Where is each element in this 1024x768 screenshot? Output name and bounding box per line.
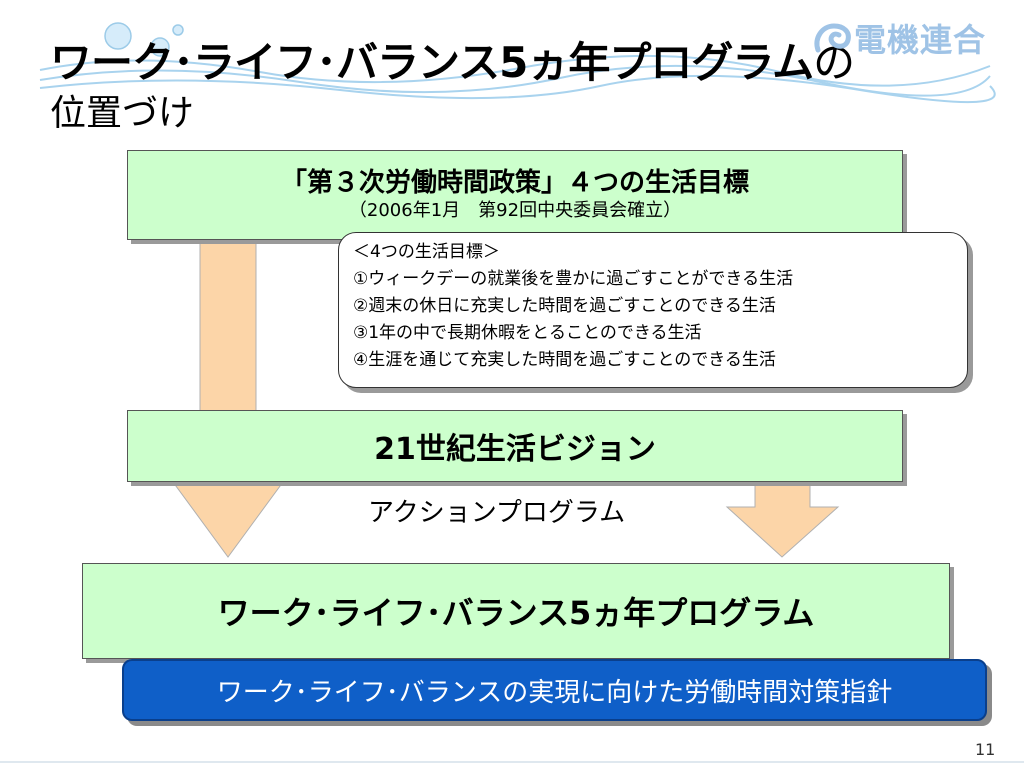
action-program-label: アクションプログラム: [368, 498, 626, 528]
header-bubbles: [104, 22, 184, 57]
goal-item: ①ウィークデーの就業後を豊かに過ごすことができる生活: [353, 269, 794, 289]
goal-item: ②週末の休日に充実した時間を過ごすことのできる生活: [353, 296, 776, 316]
guideline-box: ワーク･ライフ･バランスの実現に向けた労働時間対策指針: [122, 659, 987, 721]
slide-title-line2: 位置づけ: [50, 93, 195, 134]
header-waves: [39, 54, 996, 103]
left-arrow: [172, 239, 284, 558]
guideline-box-title: ワーク･ライフ･バランスの実現に向けた労働時間対策指針: [216, 677, 893, 708]
goal-item: ④生涯を通じて充実した時間を過ごすことのできる生活: [353, 350, 776, 370]
program-box: ワーク･ライフ･バランス5ヵ年プログラム: [82, 563, 950, 659]
vision-box: 21世紀生活ビジョン: [127, 410, 903, 482]
policy-box-subtitle: （2006年1月 第92回中央委員会確立）: [348, 200, 682, 221]
page-number: 11: [975, 740, 996, 759]
logo-text: 電機連合: [854, 21, 987, 59]
vision-box-title: 21世紀生活ビジョン: [374, 432, 656, 467]
logo-mark-icon: [814, 23, 851, 53]
goal-item: ③1年の中で長期休暇をとることのできる生活: [353, 323, 702, 343]
logo: 電機連合: [812, 18, 1002, 59]
policy-box-title: 「第３次労働時間政策」４つの生活目標: [280, 168, 749, 198]
goals-heading: ＜4つの生活目標＞: [353, 242, 500, 262]
program-box-title: ワーク･ライフ･バランス5ヵ年プログラム: [217, 594, 815, 632]
slide-title-main: ワーク･ライフ･バランス5ヵ年プログラム: [50, 38, 814, 87]
slide-title: ワーク･ライフ･バランス5ヵ年プログラムの: [50, 38, 855, 88]
goals-callout: ＜4つの生活目標＞ ①ウィークデーの就業後を豊かに過ごすことができる生活 ②週末…: [338, 232, 968, 388]
right-arrow: [725, 481, 840, 558]
policy-box: 「第３次労働時間政策」４つの生活目標 （2006年1月 第92回中央委員会確立）: [127, 150, 903, 240]
